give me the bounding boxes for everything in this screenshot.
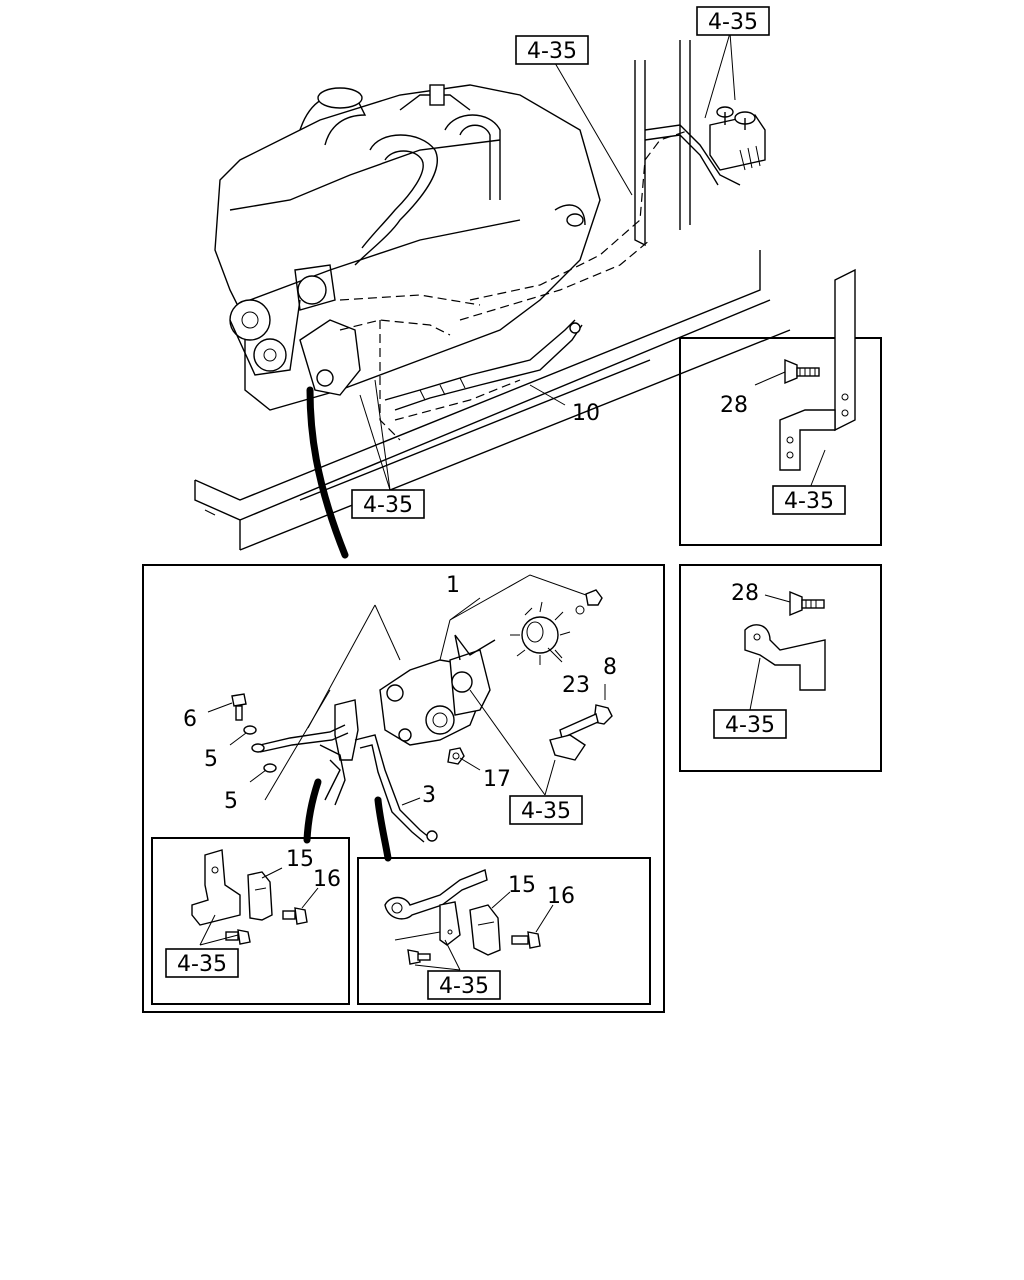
ref-label: 4-35	[708, 10, 758, 35]
ref-box-inset-c: 4-35	[165, 948, 239, 978]
inset-bracket-b	[679, 564, 882, 772]
ref-label: 4-35	[177, 952, 227, 977]
ref-box-inset-d: 4-35	[427, 970, 501, 1000]
part-number-17: 17	[483, 767, 511, 792]
ref-label: 4-35	[521, 799, 571, 824]
part-number-6: 6	[183, 707, 197, 732]
part-number-8: 8	[603, 655, 617, 680]
part-number-28: 28	[731, 581, 759, 606]
part-number-16: 16	[547, 884, 575, 909]
ref-box-inset-b: 4-35	[713, 709, 787, 739]
part-number-10: 10	[572, 401, 600, 426]
ref-box-pump: 4-35	[509, 795, 583, 825]
inset-clamp-d	[357, 857, 651, 1005]
part-number-15: 15	[286, 847, 314, 872]
pump-detail	[142, 564, 665, 1013]
ref-label: 4-35	[527, 39, 577, 64]
part-number-1: 1	[446, 573, 460, 598]
part-number-5: 5	[204, 747, 218, 772]
part-number-16: 16	[313, 867, 341, 892]
ref-label: 4-35	[725, 713, 775, 738]
part-number-23: 23	[562, 673, 590, 698]
ref-box-inset-a: 4-35	[772, 485, 846, 515]
part-number-3: 3	[422, 783, 436, 808]
gear-23	[510, 601, 571, 665]
engine-overview	[194, 32, 791, 559]
part-number-28: 28	[720, 393, 748, 418]
ref-label: 4-35	[439, 974, 489, 999]
ref-box-engine: 4-35	[351, 489, 425, 519]
ref-box-top-right: 4-35	[696, 6, 770, 36]
ref-box-top-mid: 4-35	[515, 35, 589, 65]
ref-label: 4-35	[363, 493, 413, 518]
inset-clamp-c	[151, 837, 350, 1005]
part-number-5: 5	[224, 789, 238, 814]
part-number-15: 15	[508, 873, 536, 898]
inset-bracket-a	[679, 268, 882, 546]
ref-label: 4-35	[784, 489, 834, 514]
